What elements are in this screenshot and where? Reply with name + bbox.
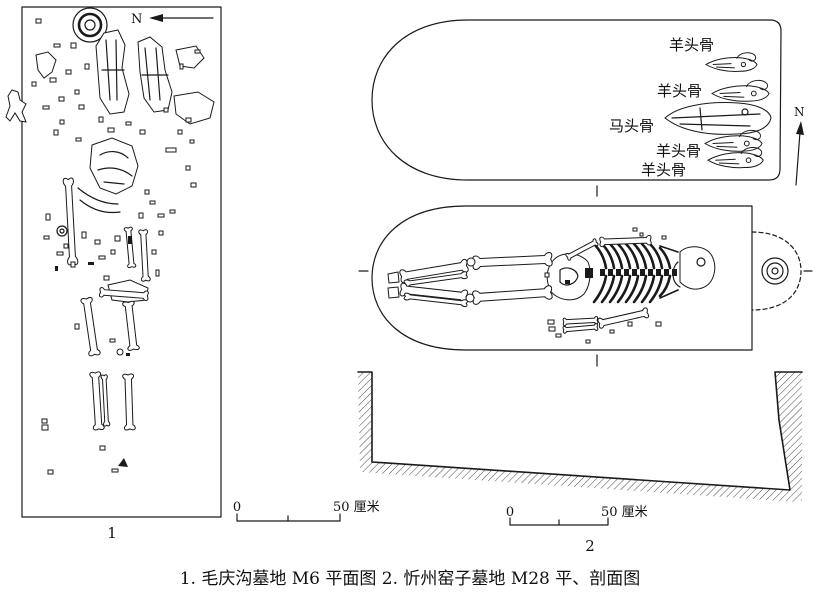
patella — [116, 348, 124, 356]
spine — [600, 269, 677, 276]
bronze-mirror — [72, 7, 108, 43]
femur-right — [122, 300, 140, 351]
north-label-2: N — [794, 105, 805, 119]
bronze-mirror-2 — [761, 257, 789, 285]
label-sheep-skull-3: 羊头骨 — [656, 142, 701, 160]
scale-bar-1-end: 50 厘米 — [333, 500, 380, 515]
femur-left — [80, 296, 101, 357]
animal-skull-right-detail — [141, 47, 169, 101]
ulna-lower — [562, 323, 599, 334]
north-arrow-shaft-2 — [795, 131, 801, 186]
mirror-2-middle — [766, 262, 784, 280]
horse-skull — [664, 102, 772, 135]
tomb-outline-m6 — [21, 6, 222, 518]
label-sheep-skull-1: 羊头骨 — [669, 36, 714, 54]
mirror-2-inner — [771, 267, 779, 275]
horse-skull-eye — [741, 108, 749, 116]
pit-outline-lower — [371, 205, 753, 351]
figure-caption: 1. 毛庆沟墓地 M6 平面图 2. 忻州窑子墓地 M28 平、剖面图 — [180, 569, 641, 589]
panel-1-plan: N — [5, 6, 380, 542]
panel-2-number: 2 — [585, 537, 595, 555]
bronze-ring-outer — [56, 225, 68, 237]
hand-bones — [547, 319, 562, 338]
mirror-outer-ring — [72, 7, 108, 43]
label-sheep-skull-4: 羊头骨 — [641, 161, 686, 179]
niche-outline — [751, 231, 802, 311]
animal-bone-right — [173, 91, 215, 125]
scattered-bone-fragments-1 — [31, 18, 201, 475]
feet — [387, 271, 400, 299]
humerus-lower — [597, 307, 650, 329]
scale-bar-2-zero: 0 — [506, 505, 514, 520]
forearm-right — [138, 229, 151, 282]
label-horse-skull: 马头骨 — [609, 117, 654, 135]
scale-bar-2-end: 50 厘米 — [601, 505, 648, 520]
scale-bar-1: 0 50 厘米 — [233, 500, 380, 522]
tibia-right — [122, 373, 136, 431]
animal-skulls — [664, 52, 772, 169]
pelvis-detail — [559, 267, 579, 286]
sheep-skull-2 — [711, 79, 770, 102]
small-ornament — [41, 418, 49, 431]
panel-1-number: 1 — [107, 524, 117, 542]
mirror-inner-ring — [84, 19, 96, 31]
pelvis — [546, 253, 591, 301]
fibula-left — [100, 374, 111, 427]
human-skeleton-m6 — [62, 137, 151, 431]
sheep-skull-1 — [705, 52, 758, 72]
patella-lower — [465, 293, 475, 303]
north-arrow-2: N — [794, 105, 805, 186]
north-arrow-head-2 — [796, 121, 804, 135]
animal-bones-cluster — [35, 29, 215, 125]
hatch-right — [775, 372, 802, 502]
bronze-ring-inner — [59, 228, 65, 234]
scale-bar-1-line — [236, 513, 341, 522]
skull-detail — [97, 151, 133, 185]
scale-bar-2-line — [509, 517, 609, 526]
human-skeleton-m28 — [387, 235, 716, 338]
radius-lower — [562, 316, 599, 326]
section-profile — [357, 371, 803, 502]
scale-bar-1-zero: 0 — [233, 500, 241, 515]
ribcage — [592, 242, 672, 304]
scattered-fragments-2 — [544, 227, 667, 344]
label-sheep-skull-2: 羊头骨 — [657, 82, 702, 100]
humerus-left — [62, 177, 79, 266]
skull-labels: 羊头骨 羊头骨 马头骨 羊头骨 羊头骨 — [609, 36, 714, 179]
forearm-right-2 — [123, 226, 137, 269]
mirror-2-outer — [761, 257, 789, 285]
pit-section-outline — [357, 371, 803, 491]
vertebra — [35, 51, 57, 79]
section-markers — [358, 185, 813, 367]
clavicle — [659, 245, 679, 299]
small-figurine — [5, 89, 27, 123]
patella-upper — [466, 257, 476, 267]
hatch-bottom — [360, 462, 796, 502]
north-arrow-head-1 — [149, 14, 163, 22]
femur-upper — [472, 251, 553, 271]
hatch-left — [358, 372, 372, 468]
pit-outline-upper — [371, 19, 782, 181]
animal-skull-left-detail — [101, 39, 125, 101]
femur-lower — [471, 285, 553, 306]
scale-bar-2: 0 50 厘米 — [506, 505, 648, 526]
animal-skull-left — [95, 29, 130, 115]
north-arrow-1: N — [131, 12, 214, 27]
mirror-middle-ring — [77, 12, 103, 38]
eye-socket — [696, 257, 706, 267]
horse-skull-outline — [664, 102, 772, 135]
skull — [679, 246, 716, 290]
sacrum — [565, 268, 593, 284]
panel-2-plan-section: 羊头骨 羊头骨 马头骨 羊头骨 羊头骨 N — [357, 19, 813, 555]
grave-goods-1 — [41, 225, 68, 431]
ribs — [77, 187, 121, 214]
skull — [89, 137, 139, 195]
north-label-1: N — [131, 12, 142, 27]
